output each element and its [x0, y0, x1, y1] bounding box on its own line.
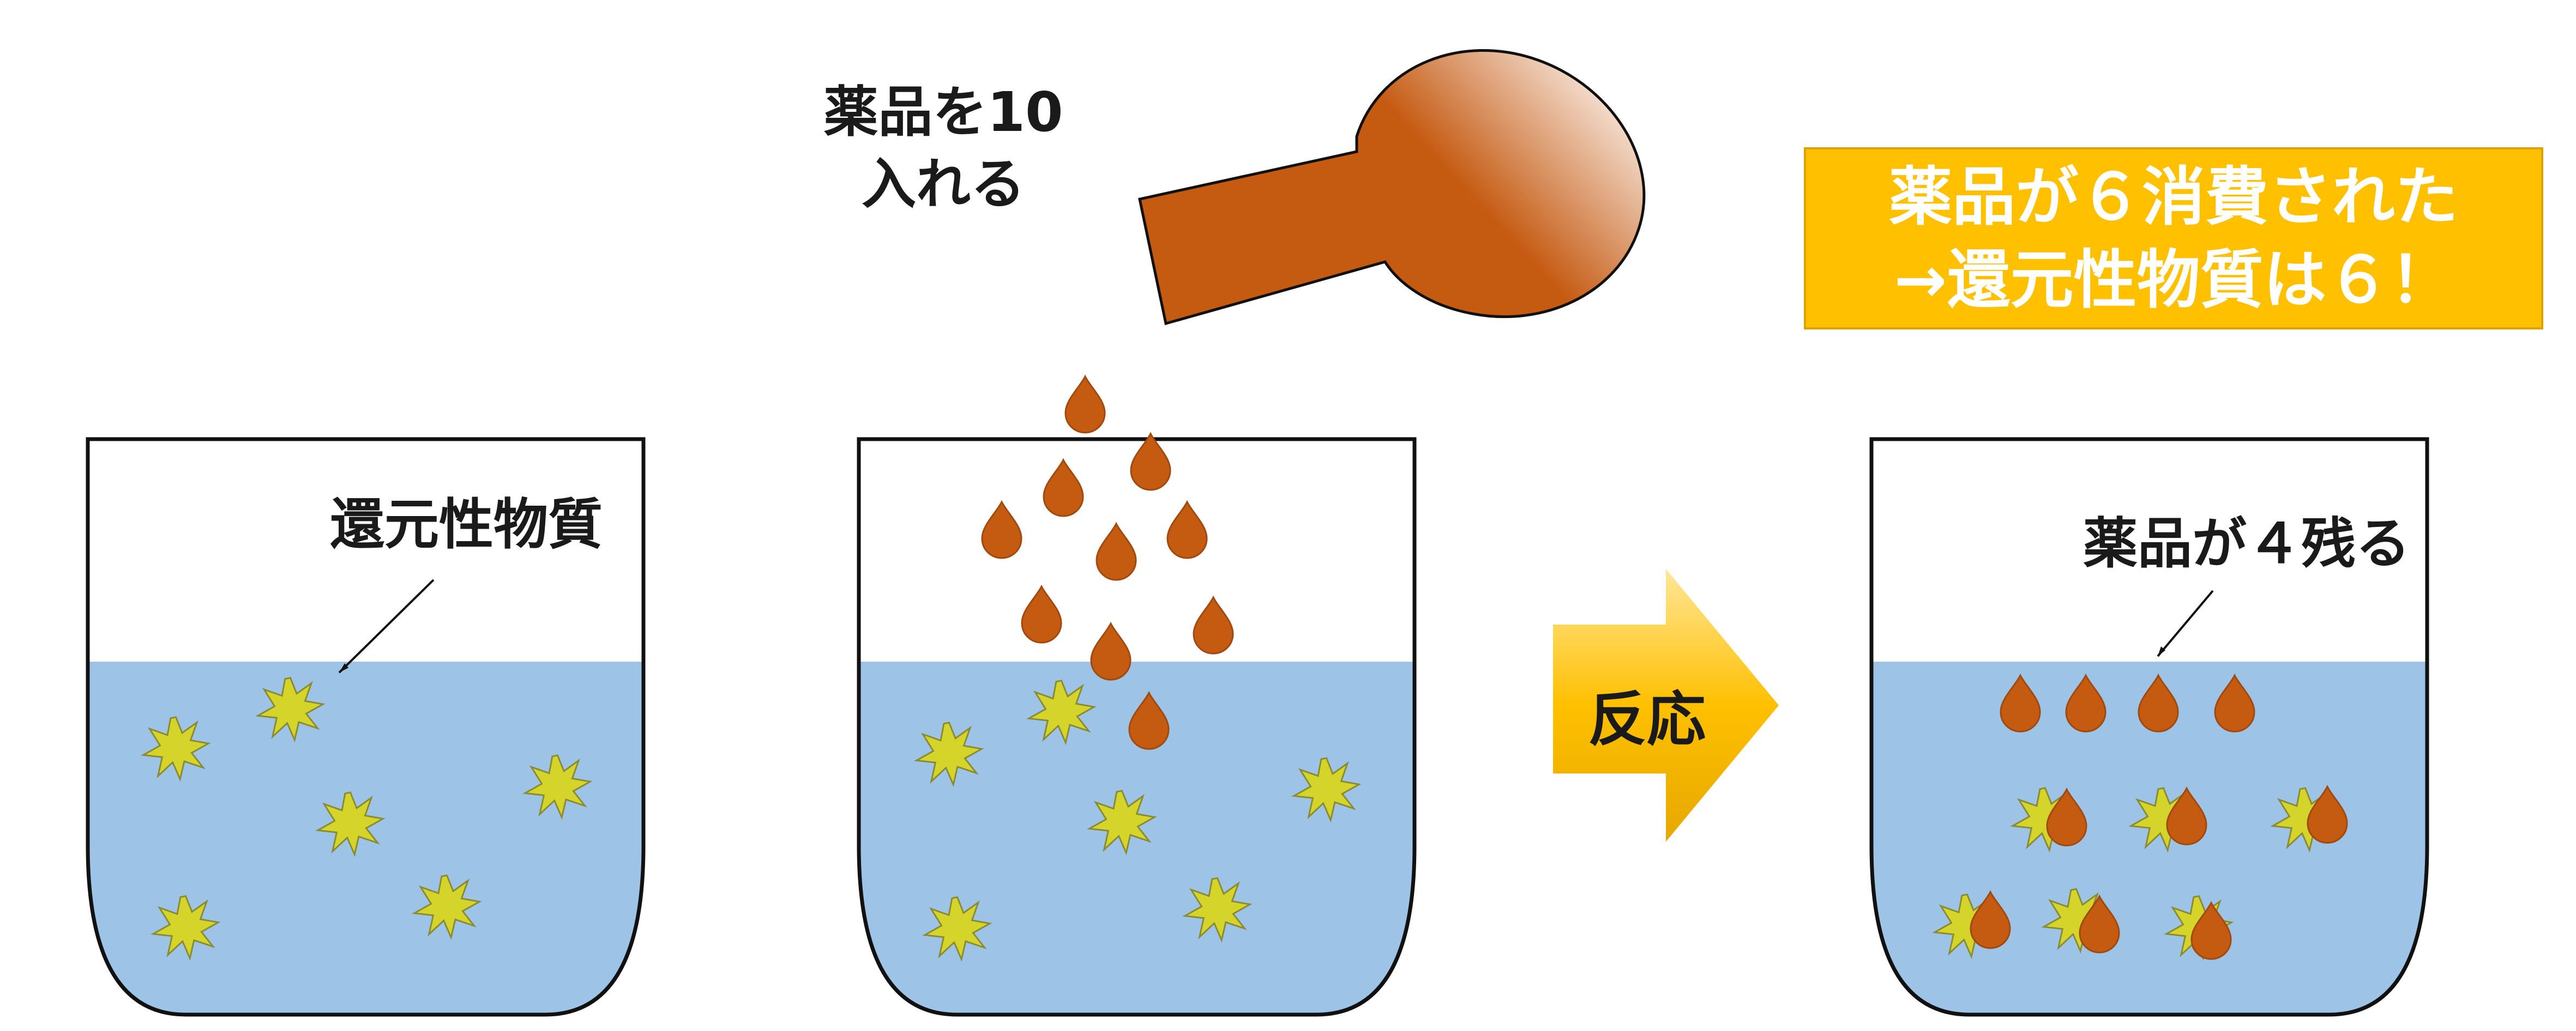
drug-drop [1166, 501, 1208, 559]
drug-drop [1064, 375, 1106, 434]
remaining-label: 薬品が４残る [2083, 512, 2410, 576]
result-line2: →還元性物質は６！ [1894, 243, 2453, 317]
result-line1: 薬品が６消費された [1889, 160, 2458, 234]
add-drug-label-line2: 入れる [862, 152, 1025, 216]
drug-drop [1021, 585, 1062, 644]
beaker-middle [857, 375, 1417, 1017]
remaining-pointer-line [2157, 590, 2214, 657]
drug-drop [1193, 596, 1234, 655]
reducer-pointer-line [338, 579, 435, 674]
pouring-flask [1138, 49, 1646, 326]
drug-drop [1043, 459, 1084, 517]
add-drug-label: 薬品を10 入れる [812, 76, 1074, 220]
drug-drop [981, 501, 1022, 559]
drug-drop [1130, 433, 1171, 491]
beaker-right [1869, 437, 2429, 1017]
reaction-label: 反応 [1588, 686, 1706, 754]
drug-drop [1090, 622, 1131, 681]
beaker-left [86, 437, 646, 1017]
reducer-label: 還元性物質 [330, 493, 603, 556]
drug-drop [1096, 523, 1137, 581]
add-drug-label-line1: 薬品を10 [823, 80, 1063, 144]
reaction-arrow [1553, 569, 1779, 842]
result-callout: 薬品が６消費された →還元性物質は６！ [1804, 147, 2543, 329]
